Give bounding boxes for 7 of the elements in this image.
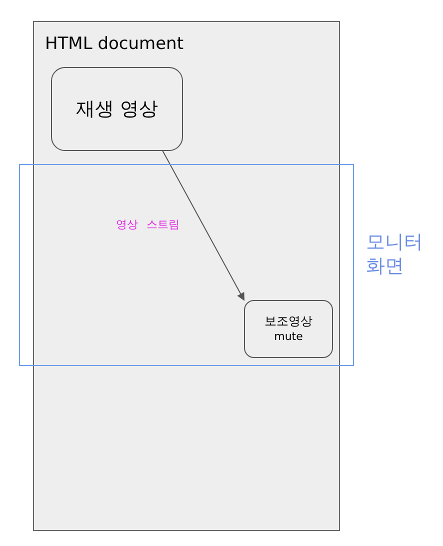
panel-title: HTML document	[45, 34, 184, 54]
video-box: 보조영상 mute	[244, 300, 333, 358]
screen-area-label: 모니터 화면	[366, 230, 424, 278]
arrow	[162, 150, 244, 301]
edge-label: 영상 스트림	[116, 217, 180, 232]
document-panel	[33, 21, 340, 531]
video-box: 재생 영상	[51, 67, 183, 151]
